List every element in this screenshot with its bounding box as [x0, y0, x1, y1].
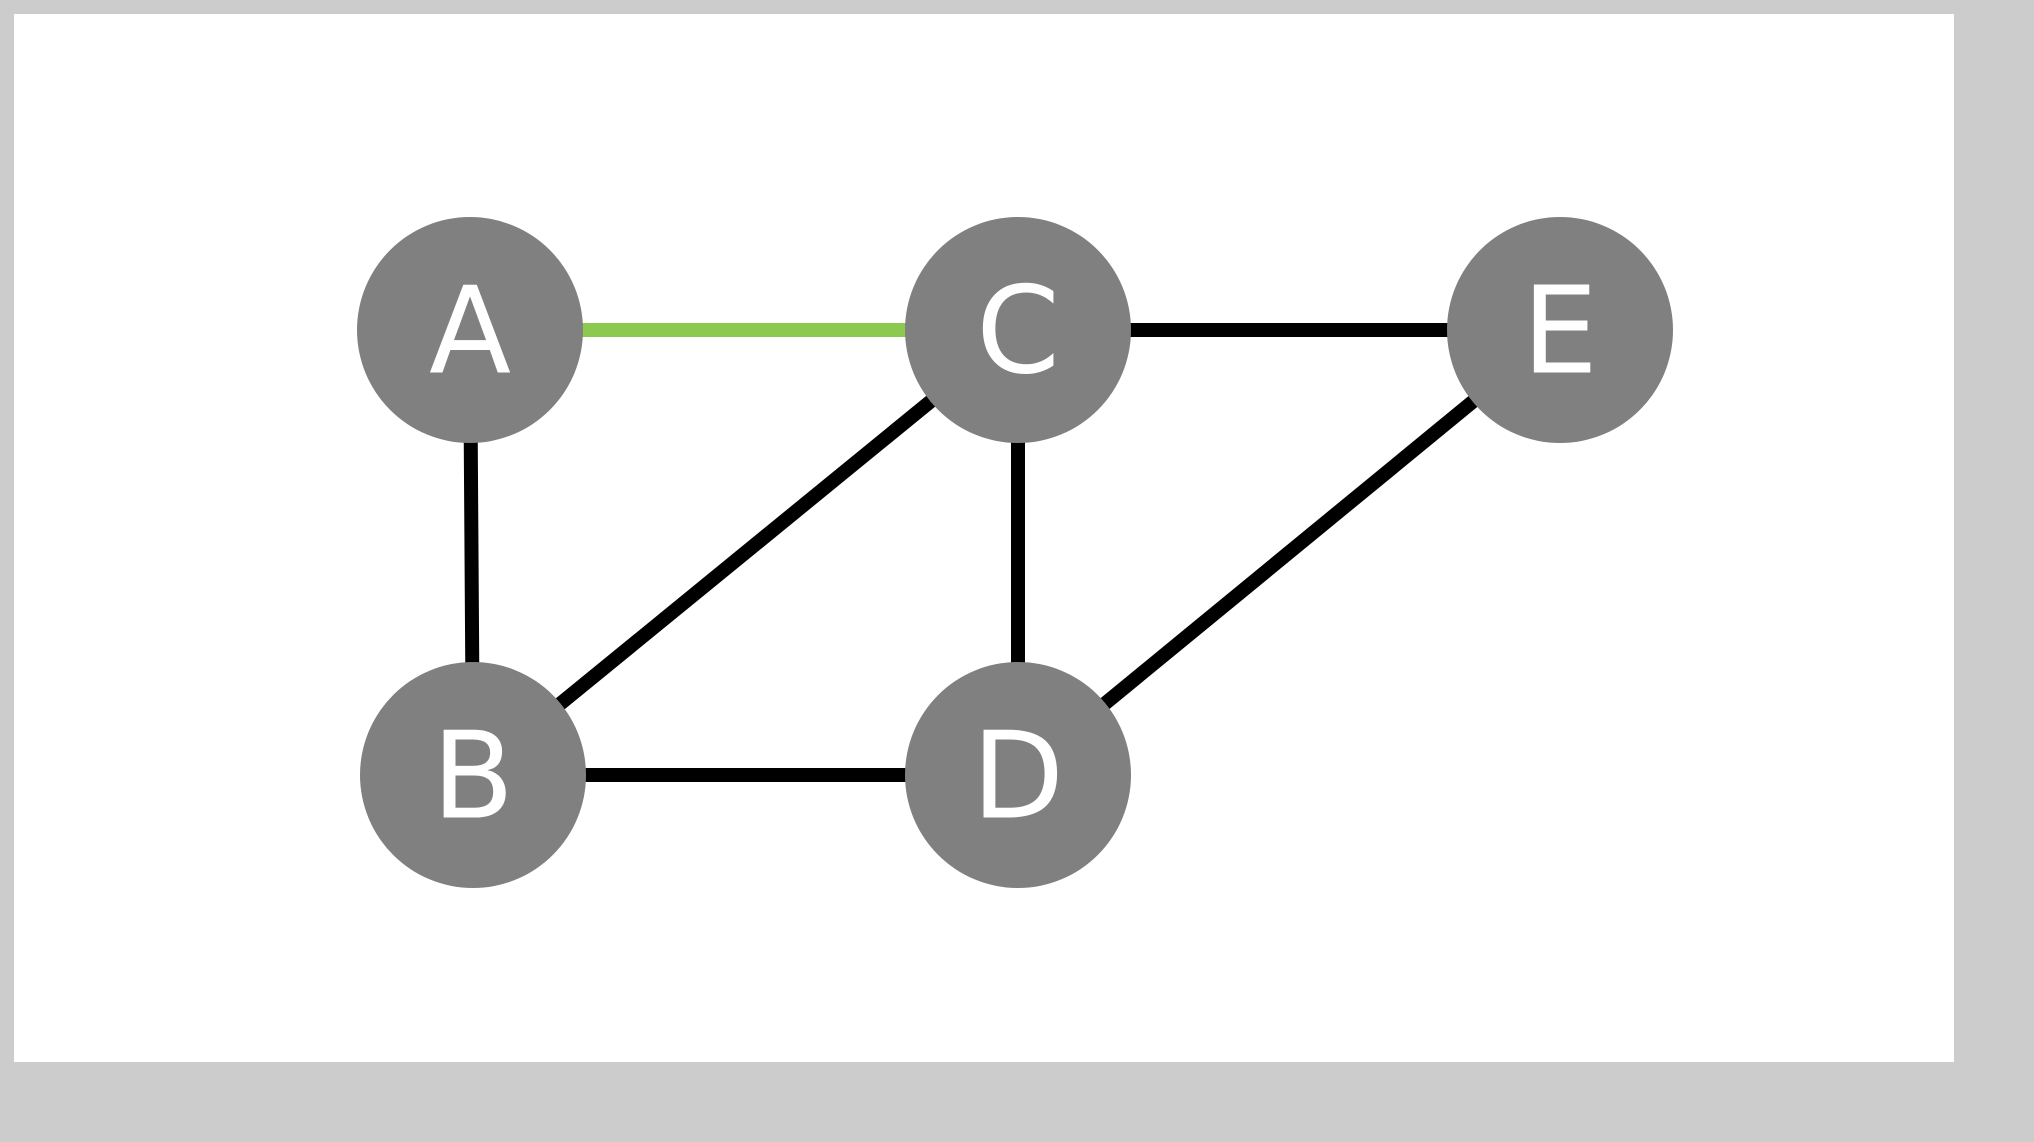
node-circle-b[interactable]: [360, 662, 586, 888]
graph-node-d[interactable]: D: [905, 662, 1131, 888]
graph-node-b[interactable]: B: [360, 662, 586, 888]
node-circle-e[interactable]: [1447, 217, 1673, 443]
graph-svg-root: AB CD E: [357, 217, 1673, 888]
graph-edge-b-c[interactable]: [468, 324, 1023, 781]
graph-node-a[interactable]: A: [357, 217, 583, 443]
graph-node-e[interactable]: E: [1447, 217, 1673, 443]
node-circle-a[interactable]: [357, 217, 583, 443]
node-circle-d[interactable]: [905, 662, 1131, 888]
graph-node-c[interactable]: C: [905, 217, 1131, 443]
node-circle-c[interactable]: [905, 217, 1131, 443]
graph-edge-d-e[interactable]: [1013, 324, 1565, 781]
